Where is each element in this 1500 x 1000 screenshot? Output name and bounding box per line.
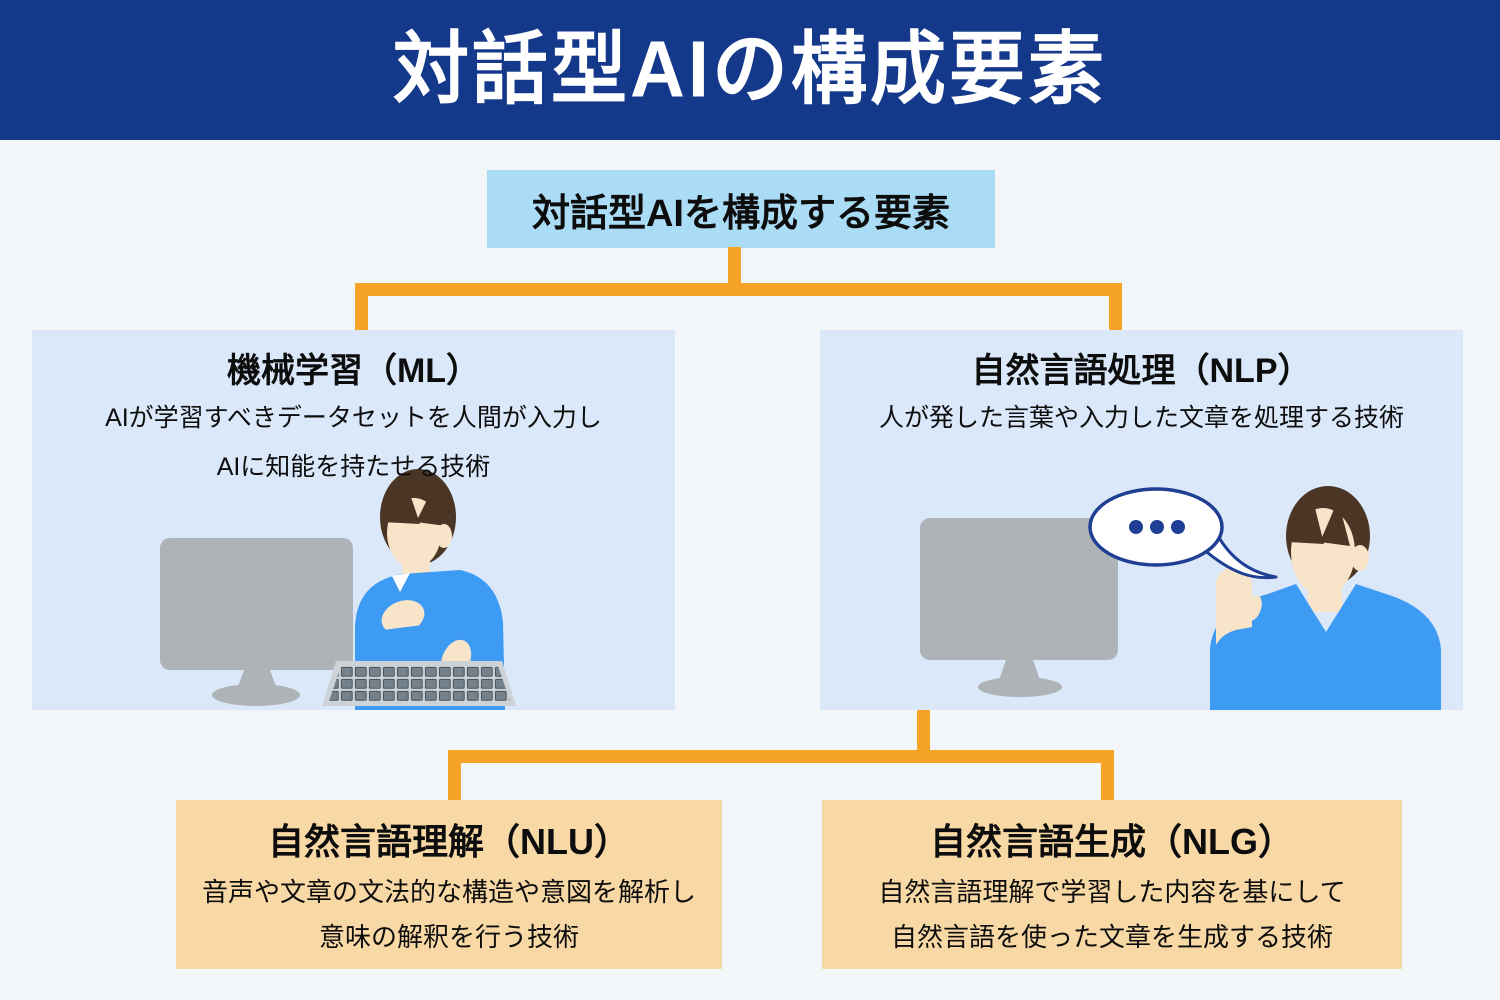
page-title: 対話型AIの構成要素 — [393, 24, 1107, 115]
keyboard-icon — [322, 661, 516, 706]
nlu-desc-line-1: 音声や文章の文法的な構造や意図を解析し — [201, 877, 696, 907]
nlp-node-description: 人が発した言葉や入力した文章を処理する技術 — [820, 394, 1463, 443]
nlu-node-title: 自然言語理解（NLU） — [268, 821, 630, 862]
ml-desc-line-2: AIに知能を持たせる技術 — [216, 453, 491, 481]
root-node-label: 対話型AIを構成する要素 — [531, 192, 950, 235]
header-banner: 対話型AIの構成要素 — [0, 0, 1500, 140]
connector-nlp-trunk — [917, 710, 930, 758]
nlp-desc-line-1: 人が発した言葉や入力した文章を処理する技術 — [878, 404, 1404, 432]
nlp-node: 自然言語処理（NLP） 人が発した言葉や入力した文章を処理する技術 — [820, 330, 1463, 710]
nlg-desc-line-2: 自然言語を使った文章を生成する技術 — [890, 922, 1333, 952]
nlg-node: 自然言語生成（NLG） 自然言語理解で学習した内容を基にして 自然言語を使った文… — [822, 800, 1402, 969]
nlu-node-description: 音声や文章の文法的な構造や意図を解析し 意味の解釈を行う技術 — [176, 870, 722, 960]
ml-node-description: AIが学習すべきデータセットを人間が入力し AIに知能を持たせる技術 — [32, 394, 675, 492]
speech-bubble-icon — [1088, 487, 1278, 580]
connector-bottom-horizontal — [448, 750, 1114, 763]
connector-drop-nlu — [448, 750, 461, 800]
monitor-icon — [920, 518, 1118, 697]
connector-drop-nlg — [1101, 750, 1114, 800]
ml-node: 機械学習（ML） AIが学習すべきデータセットを人間が入力し AIに知能を持たせ… — [32, 330, 675, 710]
connector-drop-nlp — [1109, 283, 1122, 330]
ml-illustration — [32, 330, 675, 710]
connector-root-trunk — [728, 247, 741, 287]
nlu-desc-line-2: 意味の解釈を行う技術 — [318, 922, 579, 952]
monitor-icon — [160, 538, 353, 706]
nlp-illustration — [820, 330, 1463, 710]
nlp-node-title: 自然言語処理（NLP） — [971, 352, 1312, 390]
connector-drop-ml — [355, 283, 368, 330]
ml-node-title: 機械学習（ML） — [226, 352, 481, 390]
nlg-node-description: 自然言語理解で学習した内容を基にして 自然言語を使った文章を生成する技術 — [822, 870, 1402, 960]
root-node: 対話型AIを構成する要素 — [487, 170, 995, 248]
ml-desc-line-1: AIが学習すべきデータセットを人間が入力し — [105, 404, 602, 432]
nlg-desc-line-1: 自然言語理解で学習した内容を基にして — [878, 877, 1346, 907]
nlu-node: 自然言語理解（NLU） 音声や文章の文法的な構造や意図を解析し 意味の解釈を行う… — [176, 800, 722, 969]
person-icon — [1210, 486, 1441, 710]
nlg-node-title: 自然言語生成（NLG） — [930, 821, 1294, 862]
connector-top-horizontal — [355, 283, 1122, 296]
